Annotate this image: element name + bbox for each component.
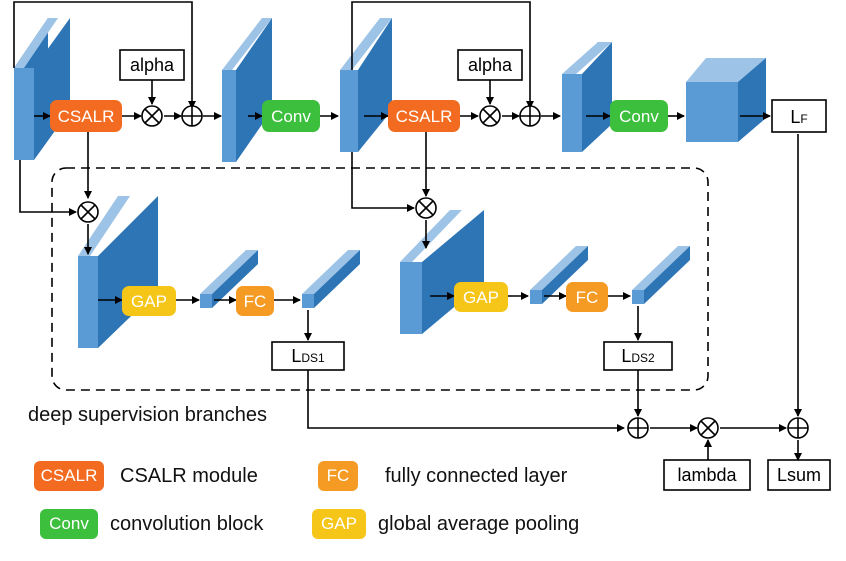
- svg-text:FC: FC: [244, 292, 267, 311]
- conv-block-1: Conv: [262, 100, 320, 132]
- lambda-multiply-operator: [697, 417, 719, 439]
- loss-sum-label: Lsum: [767, 459, 831, 491]
- svg-text:CSALR: CSALR: [396, 107, 453, 126]
- svg-text:Conv: Conv: [619, 107, 659, 126]
- branch2-vector-fc: [632, 246, 690, 304]
- gap-block-2: GAP: [454, 282, 508, 312]
- branch1-vector-gap: [200, 250, 258, 308]
- svg-text:LDS1: LDS1: [291, 346, 325, 366]
- add-operator-2: [519, 105, 541, 127]
- branch-caption: deep supervision branches: [28, 404, 267, 426]
- legend-conv-text: convolution block: [110, 513, 264, 535]
- loss-final-label: LF: [771, 99, 827, 133]
- deep-supervision-region: [51, 167, 709, 391]
- multiply-operator-1: [141, 105, 163, 127]
- csalr-block-1: CSALR: [50, 100, 122, 132]
- gap-block-1: GAP: [122, 286, 176, 316]
- svg-text:GAP: GAP: [131, 292, 167, 311]
- branch1-feature-block: [78, 196, 158, 348]
- svg-text:CSALR: CSALR: [58, 107, 115, 126]
- legend-conv-badge: Conv: [40, 509, 98, 539]
- branch2-multiply-operator: [415, 197, 437, 219]
- alpha-label-2: alpha: [457, 49, 523, 81]
- svg-text:FC: FC: [576, 288, 599, 307]
- svg-text:Lsum: Lsum: [777, 465, 821, 485]
- loss-ds1-label: LDS1: [271, 341, 345, 371]
- legend-fc-badge: FC: [318, 461, 358, 491]
- svg-text:LDS2: LDS2: [621, 346, 655, 366]
- svg-text:lambda: lambda: [677, 465, 737, 485]
- svg-text:LF: LF: [790, 107, 807, 127]
- branch1-multiply-operator: [77, 201, 99, 223]
- branch1-vector-fc: [302, 250, 360, 308]
- legend-gap-text: global average pooling: [378, 513, 580, 535]
- svg-text:alpha: alpha: [468, 55, 513, 75]
- feature-block-3: [340, 18, 392, 152]
- feature-block-2: [222, 18, 272, 162]
- branch2-feature-block: [400, 210, 484, 334]
- legend-csalr-text: CSALR module: [120, 465, 258, 487]
- svg-text:alpha: alpha: [130, 55, 175, 75]
- svg-text:Conv: Conv: [271, 107, 311, 126]
- connections: [13, 1, 802, 461]
- csalr-block-2: CSALR: [388, 100, 460, 132]
- feature-block-4: [562, 42, 612, 152]
- legend-fc-text: fully connected layer: [385, 465, 568, 487]
- feature-block-input: [14, 18, 70, 160]
- final-add-operator: [787, 417, 809, 439]
- feature-block-output: [686, 58, 766, 142]
- legend-csalr-badge: CSALR: [34, 461, 104, 491]
- add-operator-1: [181, 105, 203, 127]
- loss-add-operator: [627, 417, 649, 439]
- conv-block-2: Conv: [610, 100, 668, 132]
- branch2-vector-gap: [530, 246, 588, 304]
- fc-block-1: FC: [236, 286, 274, 316]
- alpha-label-1: alpha: [119, 49, 185, 81]
- multiply-operator-2: [479, 105, 501, 127]
- svg-text:GAP: GAP: [463, 288, 499, 307]
- lambda-label: lambda: [663, 459, 751, 491]
- fc-block-2: FC: [566, 282, 608, 312]
- legend-gap-badge: GAP: [312, 509, 366, 539]
- loss-ds2-label: LDS2: [603, 341, 673, 371]
